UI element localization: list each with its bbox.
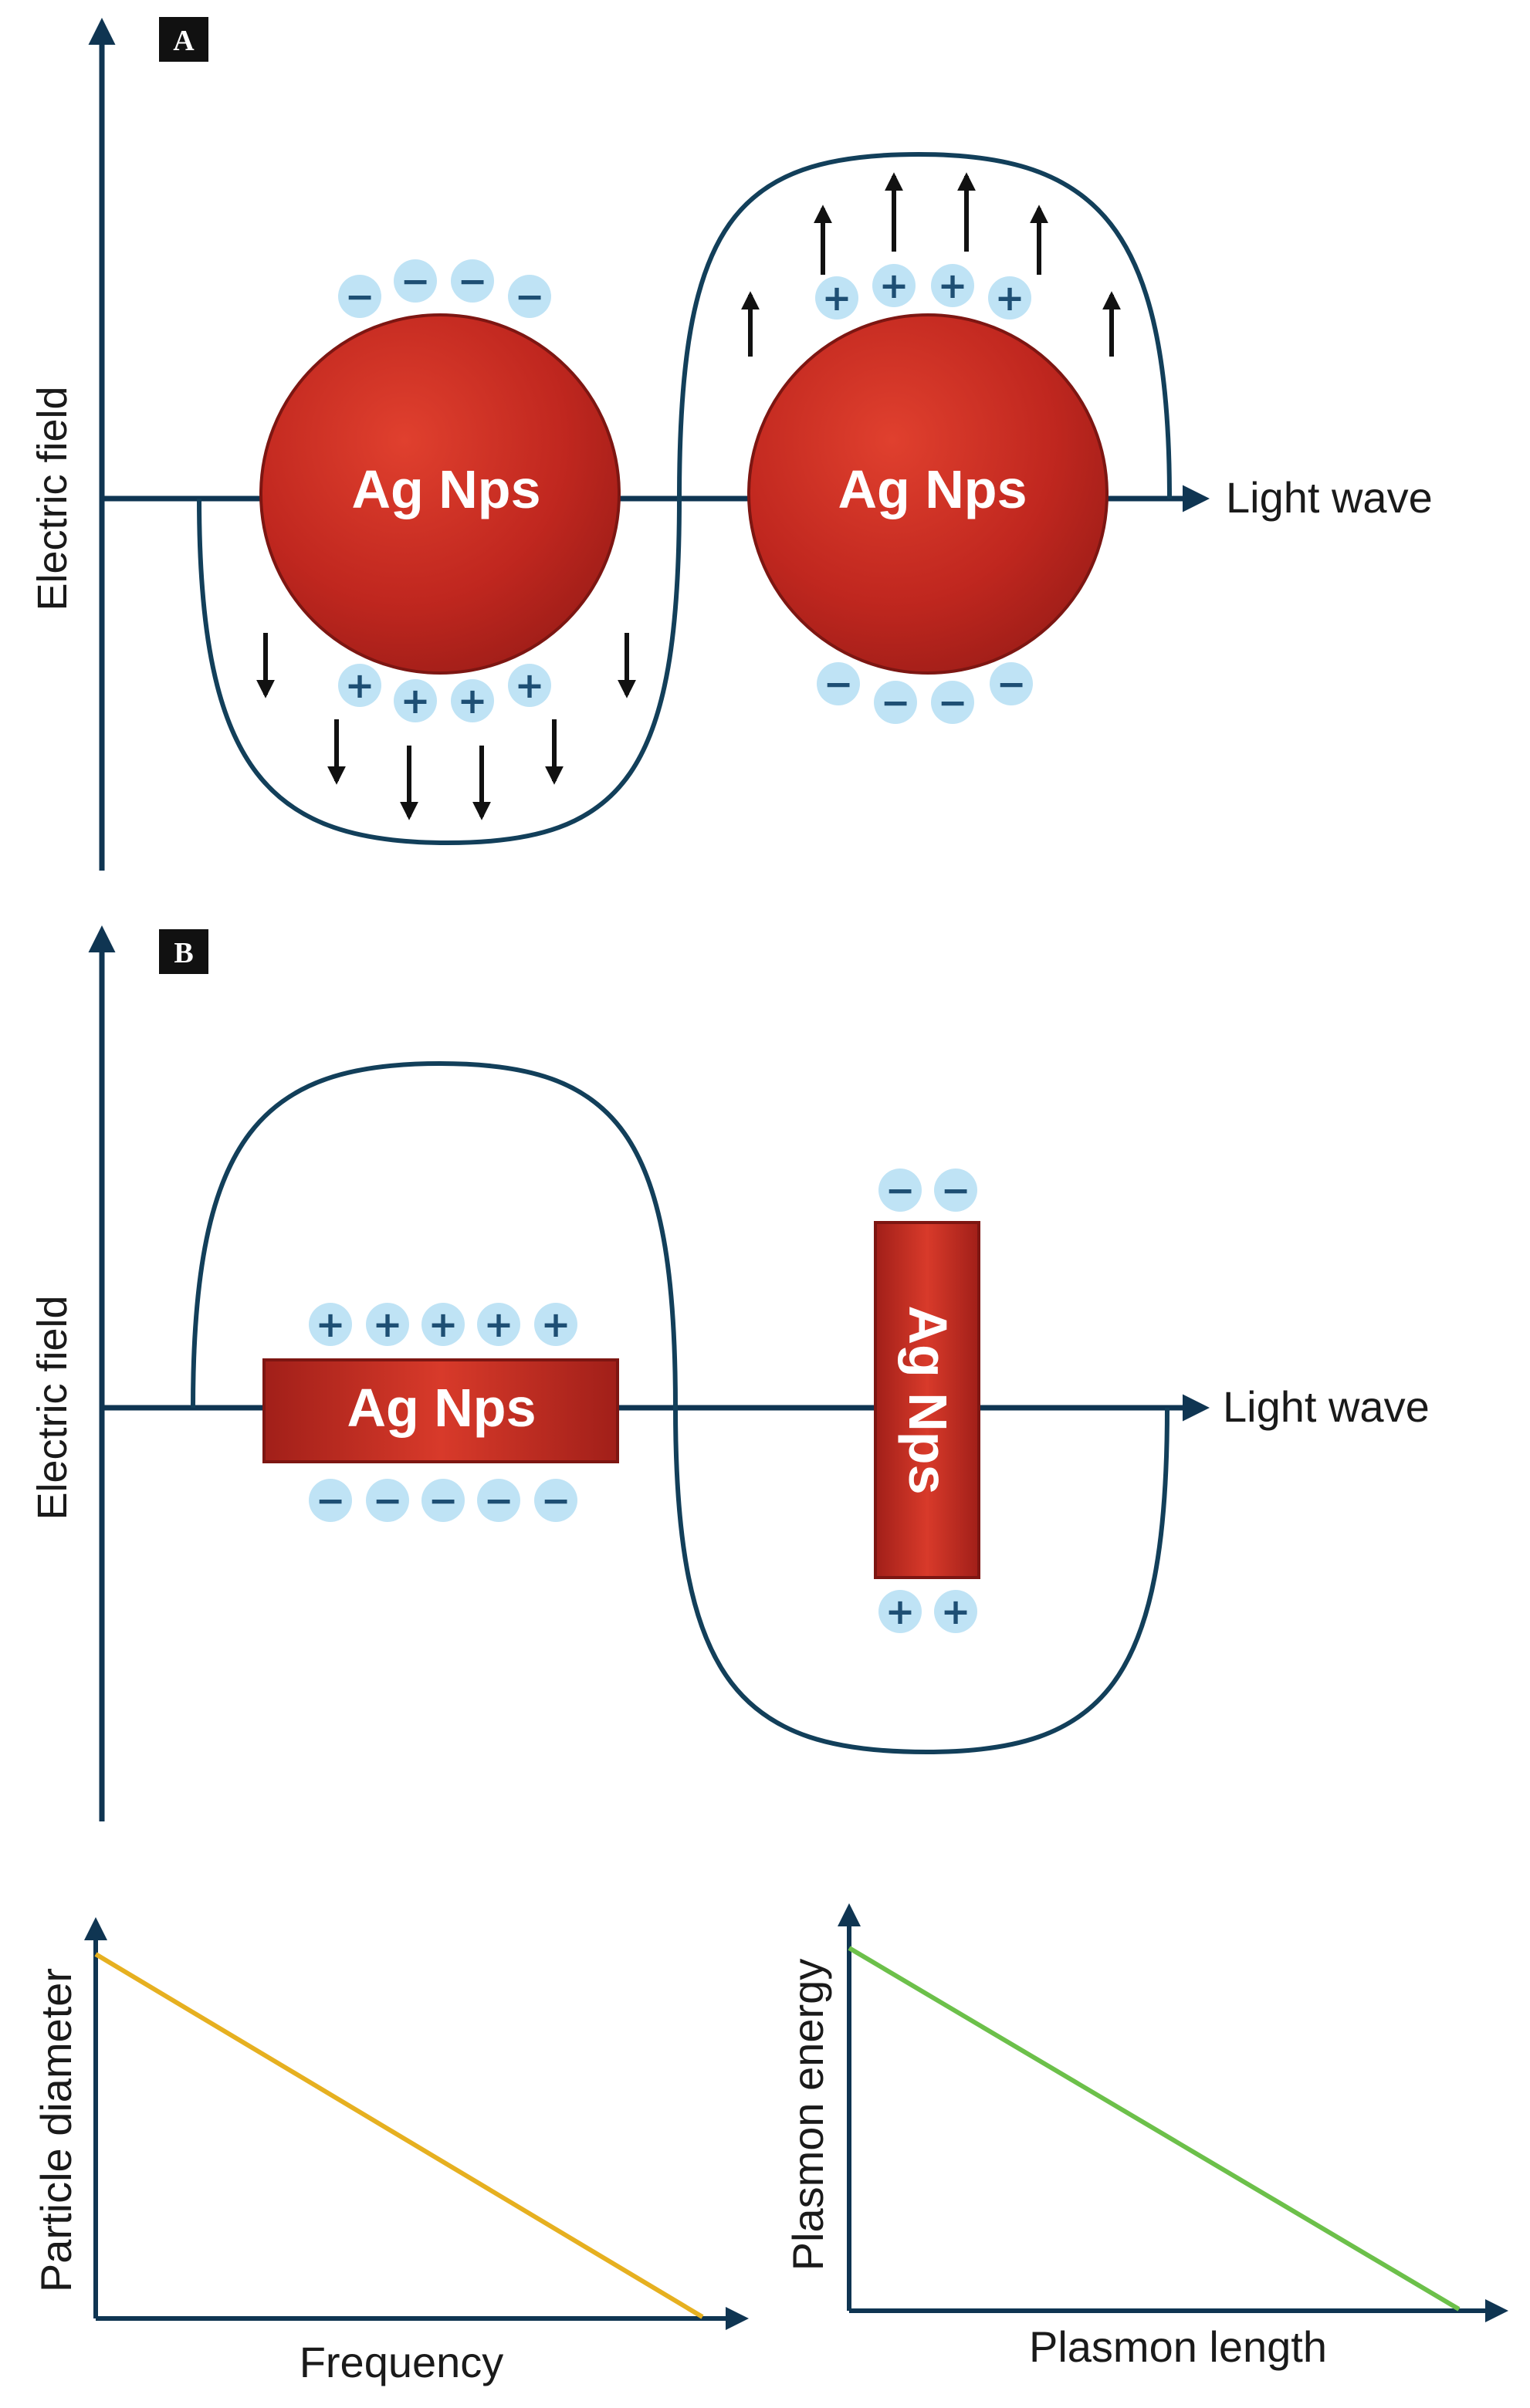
charge-symbol: + <box>401 680 431 722</box>
panel-b-rod-vertical <box>874 1221 980 1579</box>
charge-symbol: + <box>458 680 488 722</box>
positive-charge-a-p2-top-3: + <box>988 276 1031 320</box>
panel-b-rod-vertical-label: Ag Nps <box>898 1306 958 1495</box>
panel-a-badge-text: A <box>173 25 195 57</box>
negative-charge-b-vrod-top-1: − <box>934 1168 977 1212</box>
charges-layer: −−−−++++++++−−−−+++++−−−−−−−++ <box>309 259 1033 1633</box>
chart-1-x-label: Frequency <box>300 2338 504 2386</box>
chart-1-y-label: Particle diameter <box>32 1968 80 2292</box>
panel-b-x-axis-label: Light wave <box>1223 1382 1430 1431</box>
chart-2-x-label: Plasmon length <box>1029 2322 1327 2371</box>
negative-charge-b-hrod-bottom-3: − <box>477 1479 520 1522</box>
panel-a-particle-2 <box>747 313 1109 675</box>
charge-symbol: − <box>316 1480 346 1521</box>
charge-symbol: − <box>941 1169 971 1211</box>
charge-symbol: − <box>885 1169 916 1211</box>
positive-charge-b-hrod-top-2: + <box>421 1303 465 1346</box>
negative-charge-b-hrod-bottom-0: − <box>309 1479 352 1522</box>
negative-charge-b-vrod-top-0: − <box>878 1168 922 1212</box>
negative-charge-a-p1-top-1: − <box>394 259 437 303</box>
charge-symbol: + <box>885 1591 916 1632</box>
charge-symbol: + <box>484 1304 514 1345</box>
charge-symbol: − <box>401 260 431 302</box>
panel-a-field-arrows-up <box>741 172 1121 357</box>
positive-charge-b-hrod-top-1: + <box>366 1303 409 1346</box>
charge-symbol: − <box>938 681 968 723</box>
charge-symbol: − <box>458 260 488 302</box>
positive-charge-a-p1-bottom-1: + <box>394 679 437 722</box>
charge-symbol: − <box>345 276 375 317</box>
charge-symbol: − <box>484 1480 514 1521</box>
negative-charge-a-p2-bottom-0: − <box>817 662 860 705</box>
panel-a-y-axis-label: Electric field <box>29 386 76 610</box>
charge-symbol: − <box>997 663 1027 705</box>
charge-symbol: + <box>941 1591 971 1632</box>
panel-b-y-axis-label: Electric field <box>29 1295 76 1520</box>
panel-b-badge-text: B <box>174 937 193 969</box>
charge-symbol: + <box>515 665 545 706</box>
panel-a-badge <box>159 17 208 62</box>
positive-charge-a-p1-bottom-0: + <box>338 664 381 707</box>
positive-charge-b-vrod-bottom-1: + <box>934 1590 977 1633</box>
negative-charge-b-hrod-bottom-2: − <box>421 1479 465 1522</box>
positive-charge-b-hrod-top-4: + <box>534 1303 577 1346</box>
panel-a-particle-1-label: Ag Nps <box>352 459 541 519</box>
positive-charge-b-hrod-top-3: + <box>477 1303 520 1346</box>
chart-2-series-line <box>848 1946 1461 2312</box>
chart-2-y-label: Plasmon energy <box>784 1959 832 2271</box>
charge-symbol: + <box>316 1304 346 1345</box>
panel-b-rod-horizontal <box>262 1358 619 1463</box>
panel-a-wave <box>197 151 1172 846</box>
charge-symbol: − <box>515 276 545 317</box>
negative-charge-a-p1-top-3: − <box>508 275 551 318</box>
panel-a-field-arrows-down <box>256 633 636 820</box>
charge-symbol: − <box>881 681 911 723</box>
positive-charge-b-vrod-bottom-0: + <box>878 1590 922 1633</box>
positive-charge-a-p2-top-1: + <box>872 264 916 307</box>
panel-a-particle-1 <box>259 313 621 675</box>
panel-b-badge <box>159 929 208 974</box>
positive-charge-b-hrod-top-0: + <box>309 1303 352 1346</box>
positive-charge-a-p2-top-0: + <box>815 276 858 320</box>
panel-a-particle-2-label: Ag Nps <box>838 459 1027 519</box>
charge-symbol: + <box>995 277 1025 319</box>
charge-symbol: − <box>541 1480 571 1521</box>
negative-charge-a-p2-bottom-1: − <box>874 681 917 724</box>
panel-a-x-axis-label: Light wave <box>1226 473 1433 522</box>
negative-charge-a-p1-top-2: − <box>451 259 494 303</box>
positive-charge-a-p1-bottom-2: + <box>451 679 494 722</box>
chart-plasmon-energy: Plasmon length Plasmon energy <box>784 1903 1508 2371</box>
negative-charge-b-hrod-bottom-4: − <box>534 1479 577 1522</box>
charge-symbol: + <box>345 665 375 706</box>
charge-symbol: + <box>822 277 852 319</box>
charge-symbol: − <box>373 1480 403 1521</box>
charge-symbol: + <box>879 265 909 306</box>
charge-symbol: − <box>824 663 854 705</box>
negative-charge-a-p1-top-0: − <box>338 275 381 318</box>
positive-charge-a-p1-bottom-3: + <box>508 664 551 707</box>
charge-symbol: + <box>428 1304 459 1345</box>
panel-b: B Electric field Light wave Ag Nps Ag Np… <box>29 925 1430 1821</box>
chart-1-series-line <box>94 1952 704 2319</box>
panel-a: A Electric field Light wave Ag Nps Ag Np… <box>29 17 1433 871</box>
negative-charge-b-hrod-bottom-1: − <box>366 1479 409 1522</box>
negative-charge-a-p2-bottom-3: − <box>990 662 1033 705</box>
positive-charge-a-p2-top-2: + <box>931 264 974 307</box>
charge-symbol: + <box>938 265 968 306</box>
panel-b-wave <box>191 1060 1170 1755</box>
charge-symbol: + <box>373 1304 403 1345</box>
charge-symbol: + <box>541 1304 571 1345</box>
charge-symbol: − <box>428 1480 459 1521</box>
negative-charge-a-p2-bottom-2: − <box>931 681 974 724</box>
chart-particle-diameter: Frequency Particle diameter <box>32 1917 749 2386</box>
panel-b-rod-horizontal-label: Ag Nps <box>347 1378 537 1438</box>
